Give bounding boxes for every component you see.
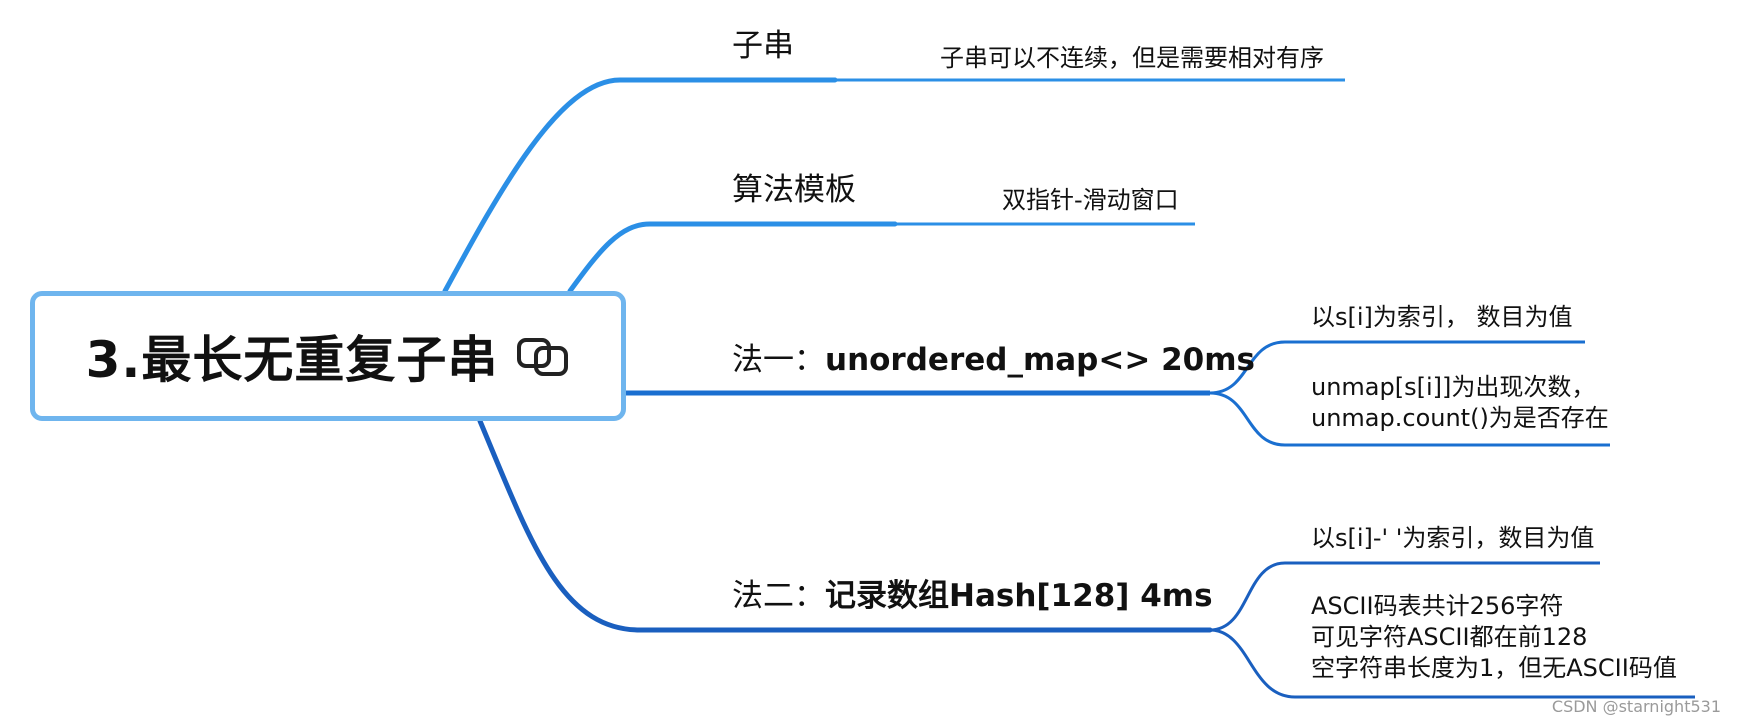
subtopic-method2-ascii-line: ASCII码表共计256字符 [1311,592,1564,620]
topic-method2-prefix: 法二： [732,578,825,614]
topic-substring[interactable]: 子串 [732,28,794,64]
subtopic-method2-ascii-line: 可见字符ASCII都在前128 [1311,623,1588,651]
root-title: 3.最长无重复子串 [85,331,499,389]
subtopic-method1-index[interactable]: 以s[i]为索引， 数目为值 [1311,303,1573,331]
branch-line-template [567,221,898,294]
topic-method1-prefix: 法一： [732,342,825,378]
subtopic-method2-ascii-line: 空字符串长度为1，但无ASCII码值 [1311,654,1677,682]
split-method2 [1209,561,1695,699]
split-method1 [1209,340,1610,447]
subtopic-method2-index[interactable]: 以s[i]-' '为索引，数目为值 [1311,524,1595,552]
topic-method1[interactable]: 法一：unordered_map<> 20ms [732,334,1255,379]
root-node[interactable]: 3.最长无重复子串 [30,291,626,421]
subtopic-method1-count[interactable]: unmap[s[i]]为出现次数， unmap.count()为是否存在 [1311,372,1609,434]
topic-method2-main: 记录数组Hash[128] 4ms [825,578,1213,614]
topic-method1-main: unordered_map<> 20ms [825,342,1255,378]
subtopic-two-pointers[interactable]: 双指针-滑动窗口 [1002,186,1179,214]
subtopic-method1-count-line: unmap.count()为是否存在 [1311,404,1609,432]
topic-algorithm-template[interactable]: 算法模板 [732,172,856,208]
link-copy-icon[interactable] [516,336,570,376]
subtopic-substring-note[interactable]: 子串可以不连续，但是需要相对有序 [940,44,1324,72]
watermark: CSDN @starnight531 [1551,697,1721,716]
branch-line-substring [442,77,838,294]
topic-method2[interactable]: 法二：记录数组Hash[128] 4ms [732,570,1213,615]
branch-line-method2 [477,418,1213,633]
subtopic-method2-ascii[interactable]: ASCII码表共计256字符 可见字符ASCII都在前128 空字符串长度为1，… [1311,591,1677,684]
subtopic-method1-count-line: unmap[s[i]]为出现次数， [1311,373,1596,401]
